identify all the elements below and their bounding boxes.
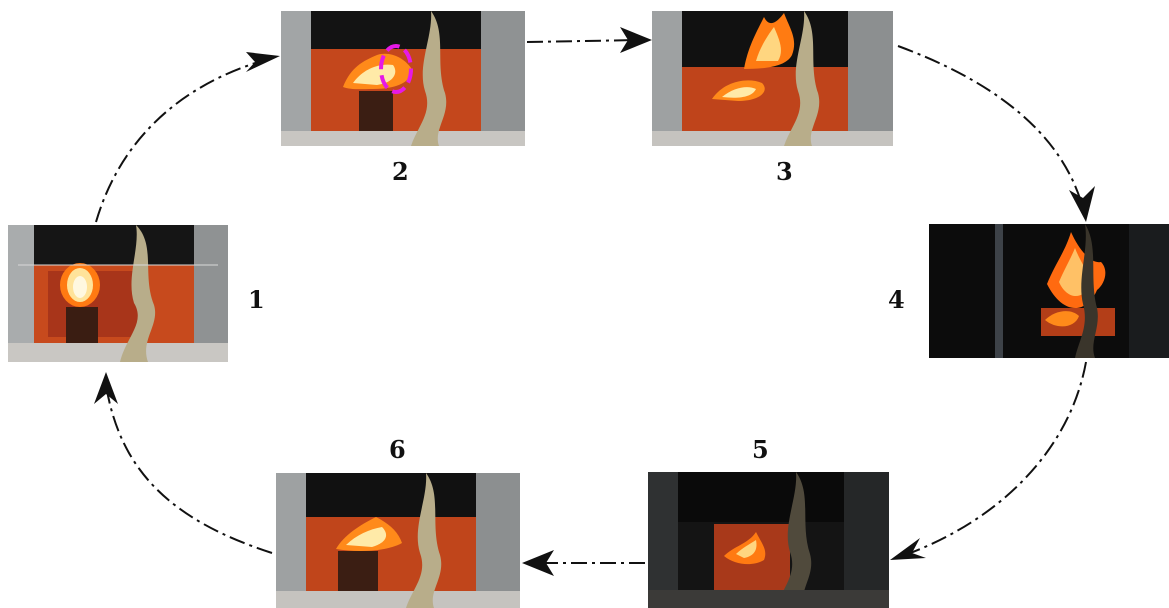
arrow-2-to-3 bbox=[526, 39, 641, 43]
arrow-head-4 bbox=[1069, 186, 1095, 222]
frame-6-photo bbox=[276, 473, 520, 608]
arrow-head-1 bbox=[94, 372, 118, 404]
arrow-4-to-5 bbox=[904, 361, 1087, 556]
frame-6-label: 6 bbox=[389, 435, 406, 464]
arrow-head-5 bbox=[890, 538, 926, 560]
arrow-6-to-1 bbox=[105, 384, 273, 554]
arrow-head-3 bbox=[620, 27, 652, 53]
frame-3-photo bbox=[652, 11, 893, 146]
arrow-1-to-2 bbox=[95, 59, 266, 223]
frame-2-photo bbox=[281, 11, 525, 146]
arrow-head-2 bbox=[246, 52, 280, 72]
frame-1-label: 1 bbox=[248, 285, 265, 314]
frame-5-photo bbox=[648, 472, 889, 608]
frame-4-label: 4 bbox=[888, 285, 905, 314]
frame-5-label: 5 bbox=[752, 435, 769, 464]
frame-4-photo bbox=[929, 224, 1169, 358]
arrow-3-to-4 bbox=[897, 45, 1083, 206]
arrow-head-6 bbox=[522, 550, 554, 576]
frame-2-label: 2 bbox=[392, 157, 409, 186]
frame-1-photo bbox=[8, 225, 228, 362]
frame-3-label: 3 bbox=[776, 157, 793, 186]
